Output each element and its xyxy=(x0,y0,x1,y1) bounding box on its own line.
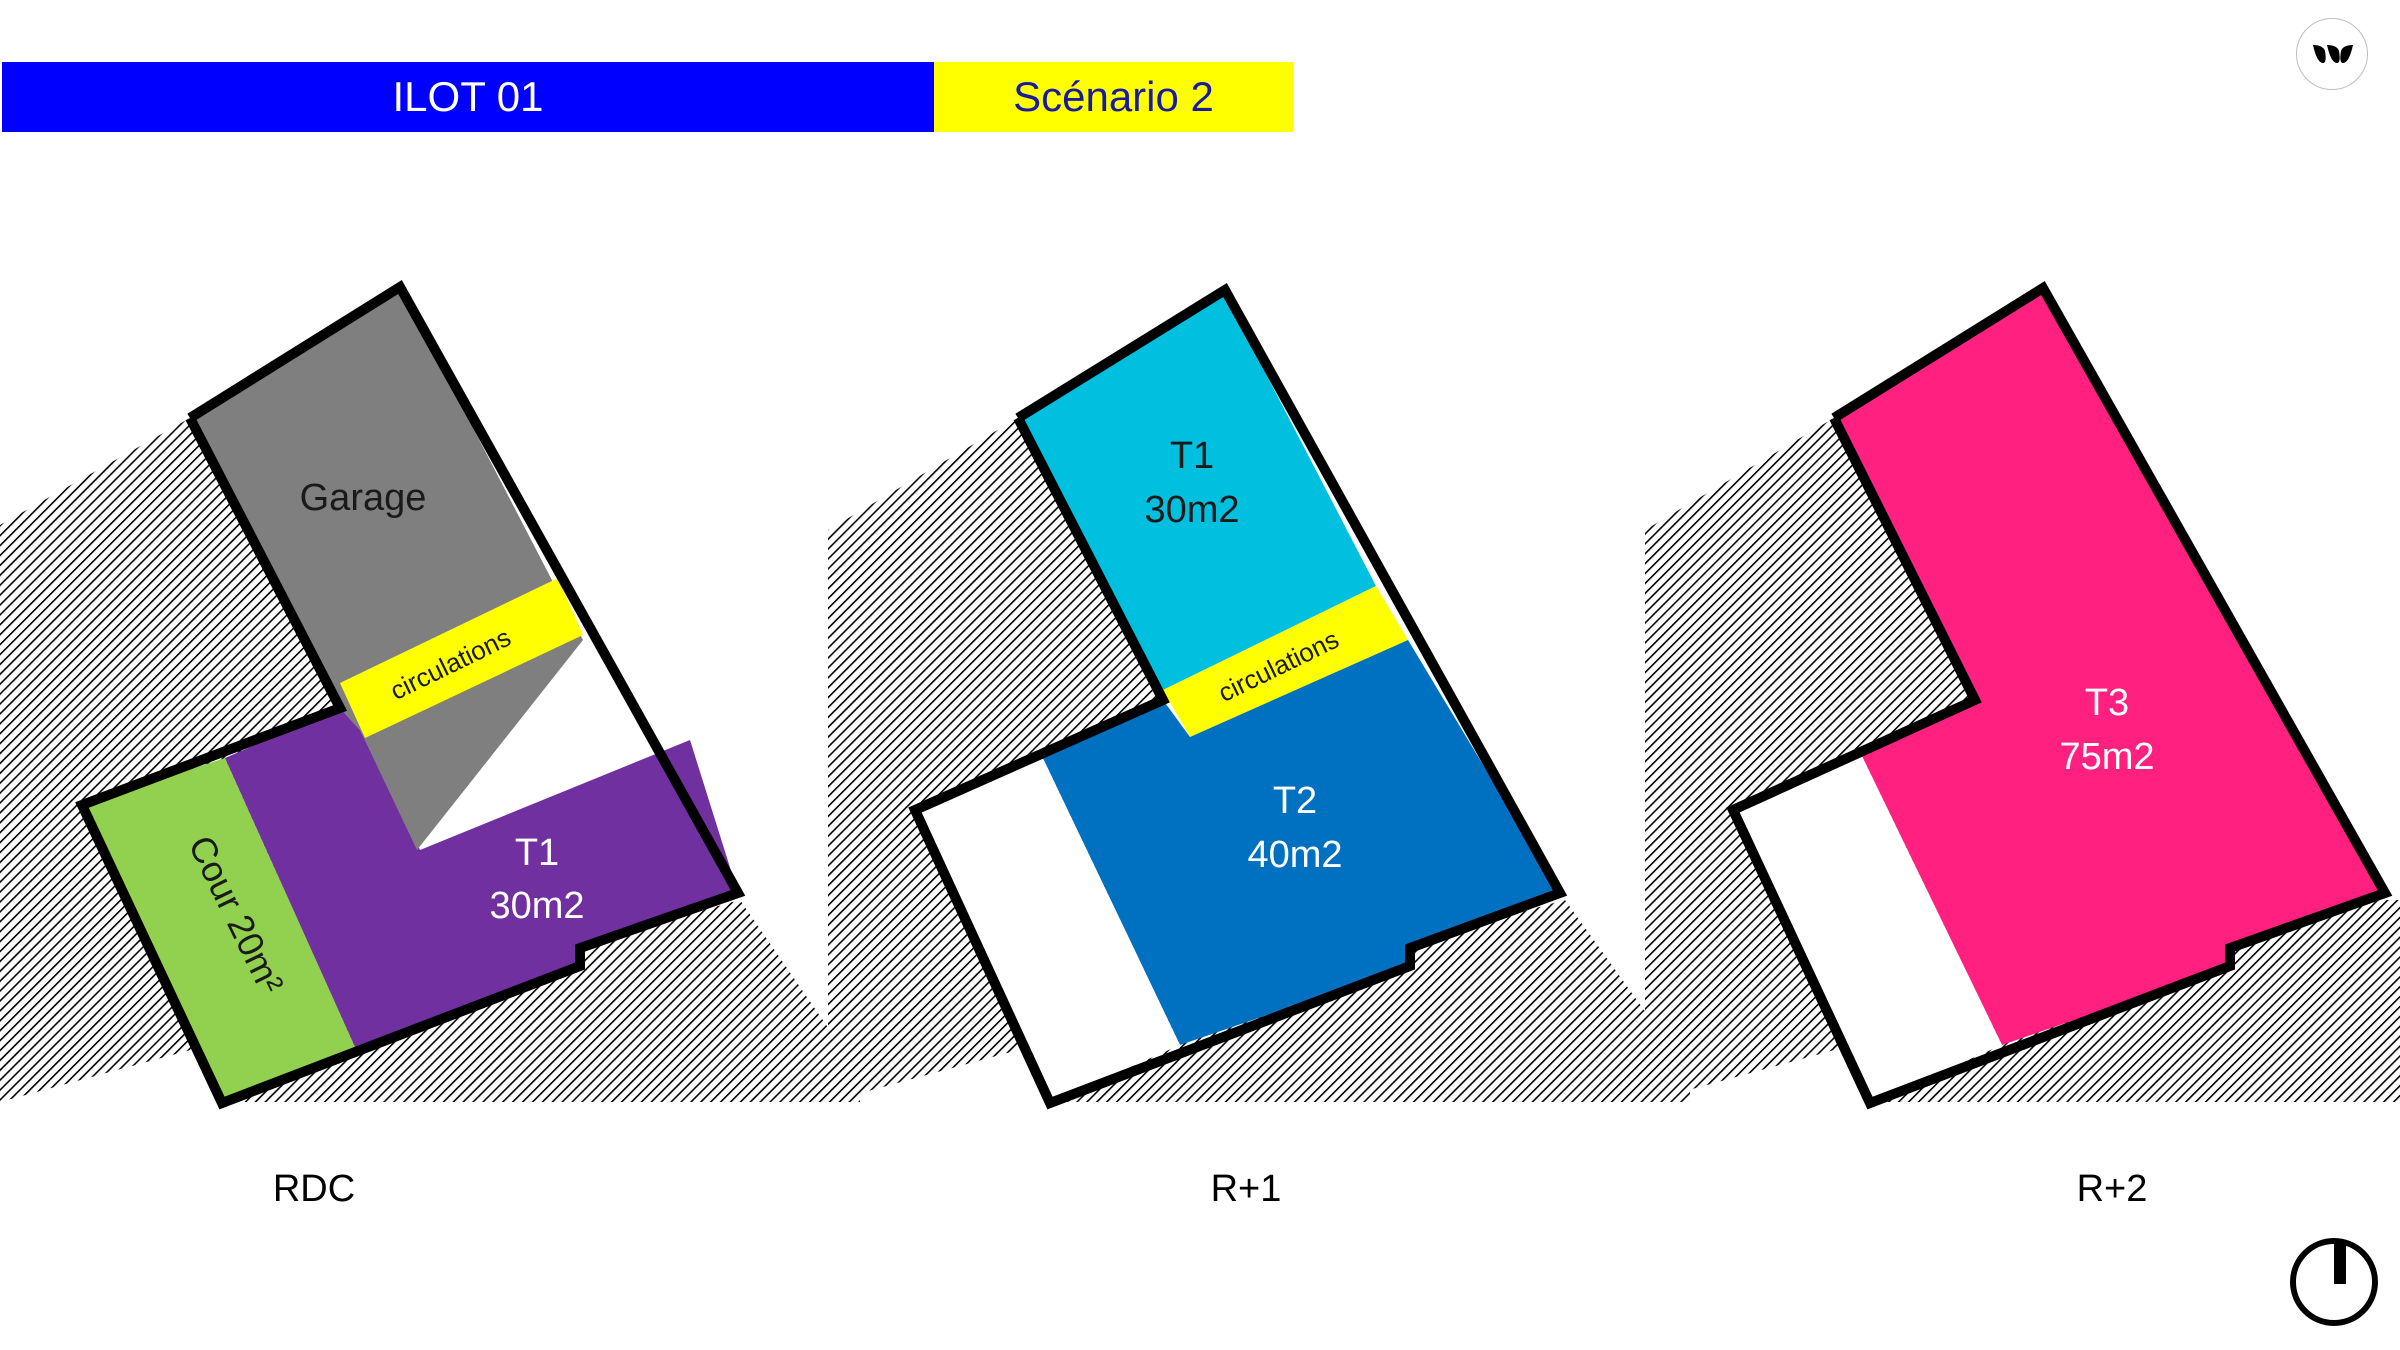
plan-rdc: Garage circulations T1 30m2 Cour 20m² xyxy=(0,279,860,1110)
room-label-t1-rdc: T1 xyxy=(515,832,559,874)
plan-r1: T1 30m2 circulations T2 40m2 xyxy=(828,282,1690,1110)
room-area-t2-r1: 40m2 xyxy=(1247,834,1342,876)
circulation-zone-rdc xyxy=(340,578,583,738)
level-label-r2: R+2 xyxy=(2076,1168,2148,1210)
t1-zone-rdc xyxy=(225,708,738,1047)
outline-rdc xyxy=(75,279,746,1110)
level-label-rdc: RDC xyxy=(272,1168,356,1210)
room-label-t2-r1: T2 xyxy=(1273,780,1317,822)
plan-r2: T3 75m2 xyxy=(1645,281,2400,1110)
t3-zone-r2 xyxy=(1834,288,2385,1045)
room-label-t1-r1: T1 xyxy=(1170,435,1214,477)
garage-zone xyxy=(190,287,583,850)
room-area-t3-r2: 75m2 xyxy=(2059,736,2154,778)
level-label-r1: R+1 xyxy=(1210,1168,1282,1210)
north-arrow-icon xyxy=(2290,1238,2378,1326)
header-scenario: Scénario 2 xyxy=(934,62,1293,132)
north-needle xyxy=(2334,1244,2346,1284)
cour-zone xyxy=(82,758,355,1103)
room-area-t1-rdc: 30m2 xyxy=(489,885,584,927)
header-title: ILOT 01 xyxy=(2,62,934,132)
t2-zone-r1 xyxy=(1040,640,1560,1045)
room-area-t1-r1: 30m2 xyxy=(1144,489,1239,531)
brand-logo-icon xyxy=(2296,18,2368,90)
outline-r2 xyxy=(1726,281,2393,1110)
room-label-t3-r2: T3 xyxy=(2085,682,2129,724)
t1-zone-r1 xyxy=(1018,295,1376,690)
circulation-zone-r1 xyxy=(1163,586,1408,737)
header-bar: ILOT 01 Scénario 2 xyxy=(2,62,1293,132)
empty-zone-r1 xyxy=(915,752,1180,1103)
empty-zone-r2 xyxy=(1733,752,2002,1103)
outline-r1 xyxy=(908,282,1568,1110)
room-label-garage: Garage xyxy=(300,477,427,519)
